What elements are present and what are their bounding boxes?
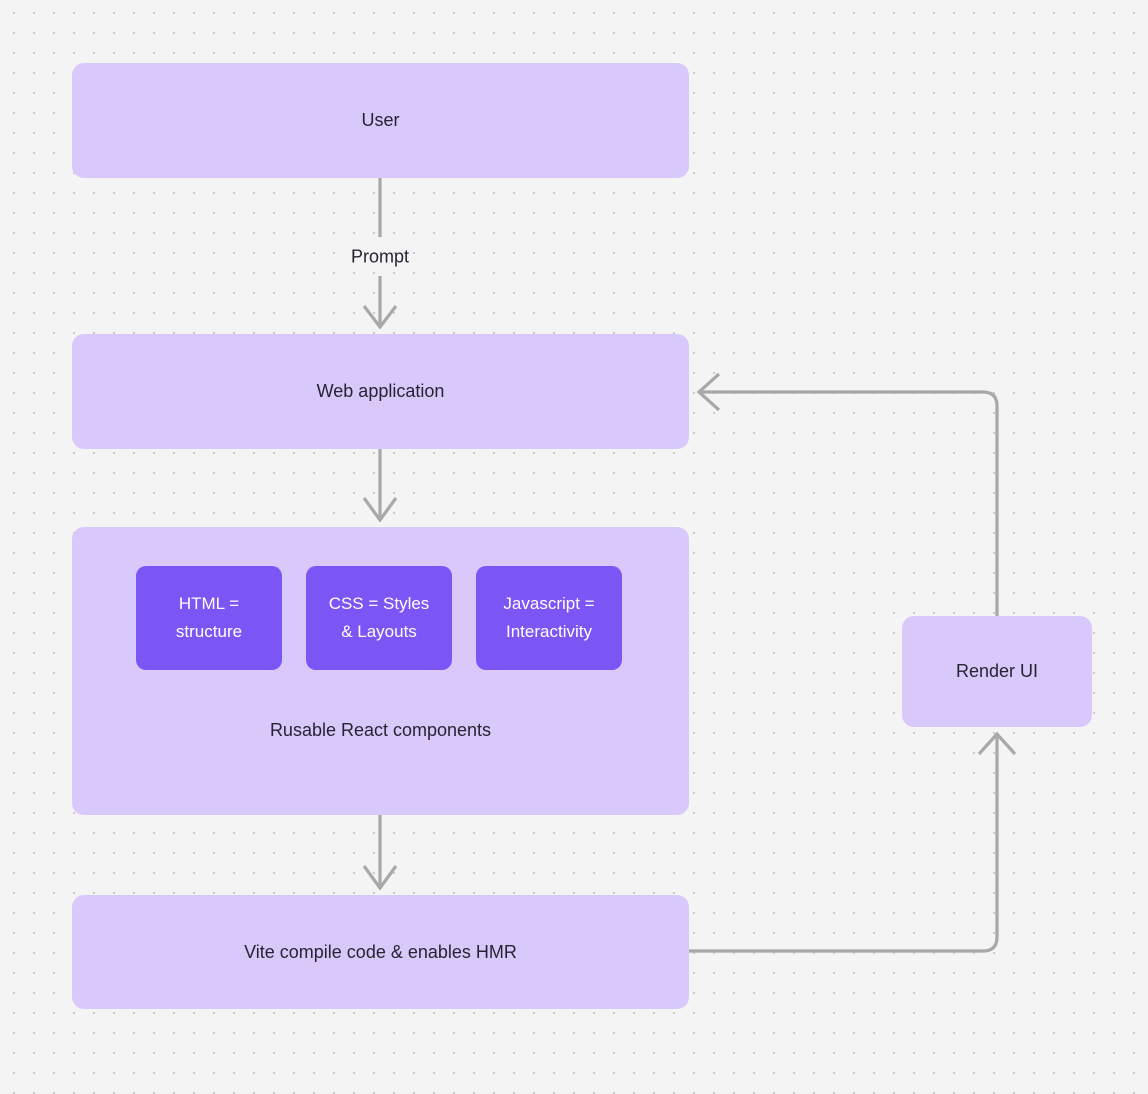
edge-label-prompt[interactable]: Prompt xyxy=(350,246,410,267)
node-web-application[interactable]: Web application xyxy=(72,334,689,449)
chip-javascript-label: Javascript = Interactivity xyxy=(503,593,595,641)
chip-javascript[interactable]: Javascript = Interactivity xyxy=(476,566,622,670)
chip-html-label: HTML = structure xyxy=(175,593,243,641)
edge-components-to-vite xyxy=(362,815,398,891)
node-web-application-label: Web application xyxy=(316,381,445,402)
node-user[interactable]: User xyxy=(72,63,689,178)
node-vite-label: Vite compile code & enables HMR xyxy=(244,941,517,962)
node-user-label: User xyxy=(361,110,400,131)
edge-vite-to-render xyxy=(689,731,1017,953)
node-render-ui-label: Render UI xyxy=(955,661,1039,682)
node-render-ui[interactable]: Render UI xyxy=(902,616,1092,727)
node-vite[interactable]: Vite compile code & enables HMR xyxy=(72,895,689,1009)
node-components-group[interactable]: HTML = structure CSS = Styles & Layouts … xyxy=(72,527,689,815)
chip-html[interactable]: HTML = structure xyxy=(136,566,282,670)
chip-row: HTML = structure CSS = Styles & Layouts … xyxy=(136,566,622,670)
edge-webapp-to-components xyxy=(362,449,398,523)
chip-css[interactable]: CSS = Styles & Layouts xyxy=(306,566,452,670)
edge-render-to-webapp xyxy=(696,372,999,616)
chip-css-label: CSS = Styles & Layouts xyxy=(328,593,430,641)
components-group-caption: Rusable React components xyxy=(269,720,492,740)
